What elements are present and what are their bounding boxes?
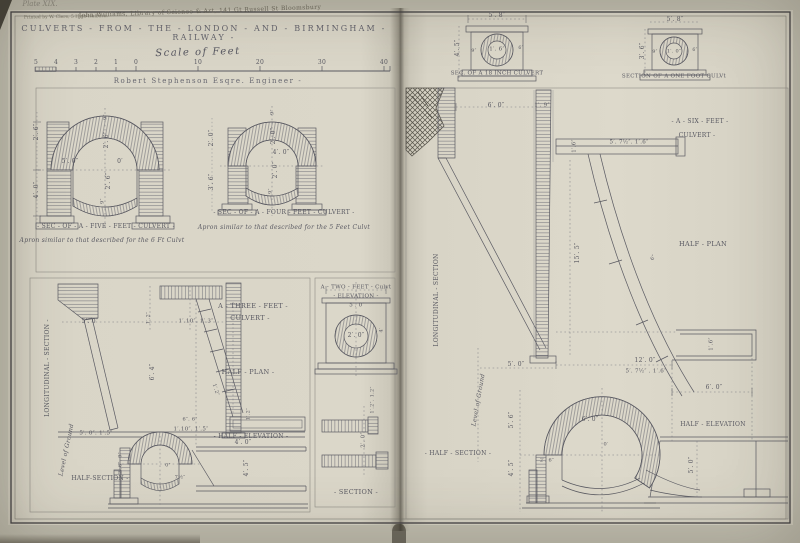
- dim-label: 4: [53, 59, 59, 66]
- dim-label: 4′. 0″: [33, 181, 40, 199]
- dim-label: 2′. 6″: [539, 457, 555, 464]
- dim-label: 5′. 6″: [508, 411, 515, 429]
- note-five-feet-apron: Apron similar to that described for the …: [19, 237, 185, 244]
- dim-label: 6′. 0″: [487, 102, 505, 109]
- dim-label: 4′. 0″: [234, 439, 252, 446]
- dim-label: 3′. 6″: [639, 42, 646, 60]
- dim-label: 2′.6″. 9″: [117, 452, 124, 474]
- label-section-two-feet: - SECTION -: [334, 487, 378, 496]
- label-half-elevation-right: HALF - ELEVATION: [680, 421, 746, 428]
- engineer-credit: Robert Stephenson Esqre. Engineer -: [113, 77, 303, 85]
- dim-label: 9″: [99, 198, 106, 204]
- dim-label: 0: [133, 59, 139, 66]
- left-page: [8, 10, 400, 525]
- dim-label: - ELEVATION -: [333, 293, 379, 300]
- dim-label: 7½″: [174, 474, 186, 481]
- dim-label: 1′.10″. 1′.5″: [173, 426, 209, 433]
- dim-label: 5′. 8″: [488, 12, 506, 19]
- dim-label: 40: [379, 59, 389, 66]
- dim-label: 5′. 0″: [61, 158, 79, 165]
- dim-label: 3′. 6″: [208, 173, 215, 191]
- label-layer: CULVERTS - FROM - THE - LONDON - AND - B…: [0, 0, 800, 495]
- dim-label: 5′. 0″: [688, 456, 695, 474]
- dim-label: 6″. 6″: [182, 416, 198, 423]
- label-half-section-left: HALF-SECTION -: [71, 475, 129, 482]
- dim-label: 9″: [471, 48, 477, 54]
- dim-label: 20: [255, 59, 265, 66]
- dim-label: 2′. 6″: [105, 172, 112, 190]
- dim-label: 3: [73, 59, 79, 66]
- dim-label: 2: [93, 59, 99, 66]
- label-half-section-right: - HALF - SECTION -: [424, 450, 492, 457]
- caption-four-feet-culvert: - SEC - OF - A - FOUR - FEET - CULVERT -: [213, 209, 355, 216]
- right-page: [400, 10, 793, 525]
- plate-number: Plate XIX.: [22, 0, 58, 8]
- dim-label: 1′.10″. 1′.3″: [178, 318, 214, 325]
- dim-label: 5′. 7½″ . 1′.6″: [625, 368, 667, 375]
- label-half-elevation-left: - HALF - ELEVATION -: [213, 433, 289, 440]
- dim-label: 2′. 0″: [270, 127, 277, 145]
- dim-label: 1′.2″: [145, 311, 152, 325]
- dim-label: 5′. 0″. 1′.5″: [79, 430, 113, 437]
- dim-label: 9″: [269, 109, 276, 115]
- dim-label: 1′. 0″: [666, 48, 682, 55]
- caption-two-feet-culvert: A - TWO - FEET - Culvt: [320, 284, 392, 291]
- dim-label: 2′. 6″: [33, 123, 40, 141]
- dim-label: 1′. 9″: [534, 102, 550, 109]
- dim-label: 1: [113, 59, 119, 66]
- dim-label: CULVERT -: [678, 132, 716, 139]
- dim-label: 0″: [165, 462, 171, 469]
- dim-label: 1′.2″. 1.2″: [369, 386, 376, 414]
- dim-label: 4′. 5″: [243, 459, 250, 477]
- dim-label: 1′.2″: [245, 407, 252, 421]
- dim-label: 5: [33, 59, 39, 66]
- dim-label: 4′. 0″: [272, 149, 290, 156]
- dim-label: CULVERT -: [230, 313, 270, 322]
- dim-label: 5′. 0″: [81, 318, 99, 325]
- dim-label: 15′. 5″: [574, 242, 581, 264]
- dim-label: 12′. 0″: [634, 357, 656, 364]
- plate-title: CULVERTS - FROM - THE - LONDON - AND - B…: [21, 24, 387, 42]
- caption-18-inch-culvert: SEC. OF A 18 INCH CULVERT: [450, 70, 544, 77]
- caption-three-feet-culvert: A - THREE - FEET -: [218, 301, 288, 310]
- dim-label: 4′: [378, 327, 385, 333]
- dim-label: 6′. 0″: [581, 416, 599, 423]
- dim-label: 1′.6″: [571, 139, 578, 153]
- label-half-plan-left: HALF - PLAN -: [221, 367, 275, 376]
- dim-label: 1′. 6″: [489, 46, 505, 53]
- dim-label: 6″: [518, 45, 524, 51]
- dim-label: 2′. 6″: [103, 131, 110, 149]
- dim-label: 4′. 5″: [454, 39, 461, 57]
- dim-label: 1′.6″: [708, 337, 715, 351]
- dim-label: 10: [193, 59, 203, 66]
- dim-label: 5′. 0″: [349, 302, 365, 309]
- caption-five-feet-culvert: - SEC - OF - A - FIVE - FEET - CULVERT -: [37, 223, 175, 230]
- dim-label: 6″: [692, 47, 698, 53]
- dim-label: 9″: [652, 49, 658, 55]
- dim-label: 6′. 4″: [149, 363, 156, 381]
- label-half-plan-right: HALF - PLAN: [679, 239, 727, 248]
- caption-one-foot-culvert: SECTION OF A ONE FOOT CULVt: [621, 73, 727, 80]
- caption-six-feet-culvert: - A - SIX - FEET -: [671, 118, 729, 125]
- dim-label: 4′. 5″: [508, 459, 515, 477]
- dim-label: 6′. 0″: [705, 384, 723, 391]
- label-longitudinal-section-right: LONGITUDINAL - SECTION: [433, 253, 440, 347]
- label-longitudinal-section-left: LONGITUDINAL - SECTION -: [44, 319, 51, 417]
- dim-label: 5′. 8″: [666, 16, 684, 23]
- dim-label: 2′. 0″: [208, 129, 215, 147]
- dim-label: 2′. 0″: [360, 432, 367, 448]
- dim-label: 0′: [603, 441, 609, 448]
- dim-label: 2′. 0″: [347, 332, 365, 339]
- dim-label: 9″: [267, 188, 274, 194]
- dim-label: 5′. 7½″. 1′.6″: [609, 139, 649, 146]
- dim-label: 30: [317, 59, 327, 66]
- dim-label: 9″: [102, 114, 109, 120]
- note-four-feet-apron: Apron similar to that described for the …: [197, 224, 371, 231]
- dim-label: 0′: [117, 158, 123, 165]
- dim-label: 2′. 0″: [272, 161, 279, 179]
- dim-label: 5′. 0″: [507, 361, 525, 368]
